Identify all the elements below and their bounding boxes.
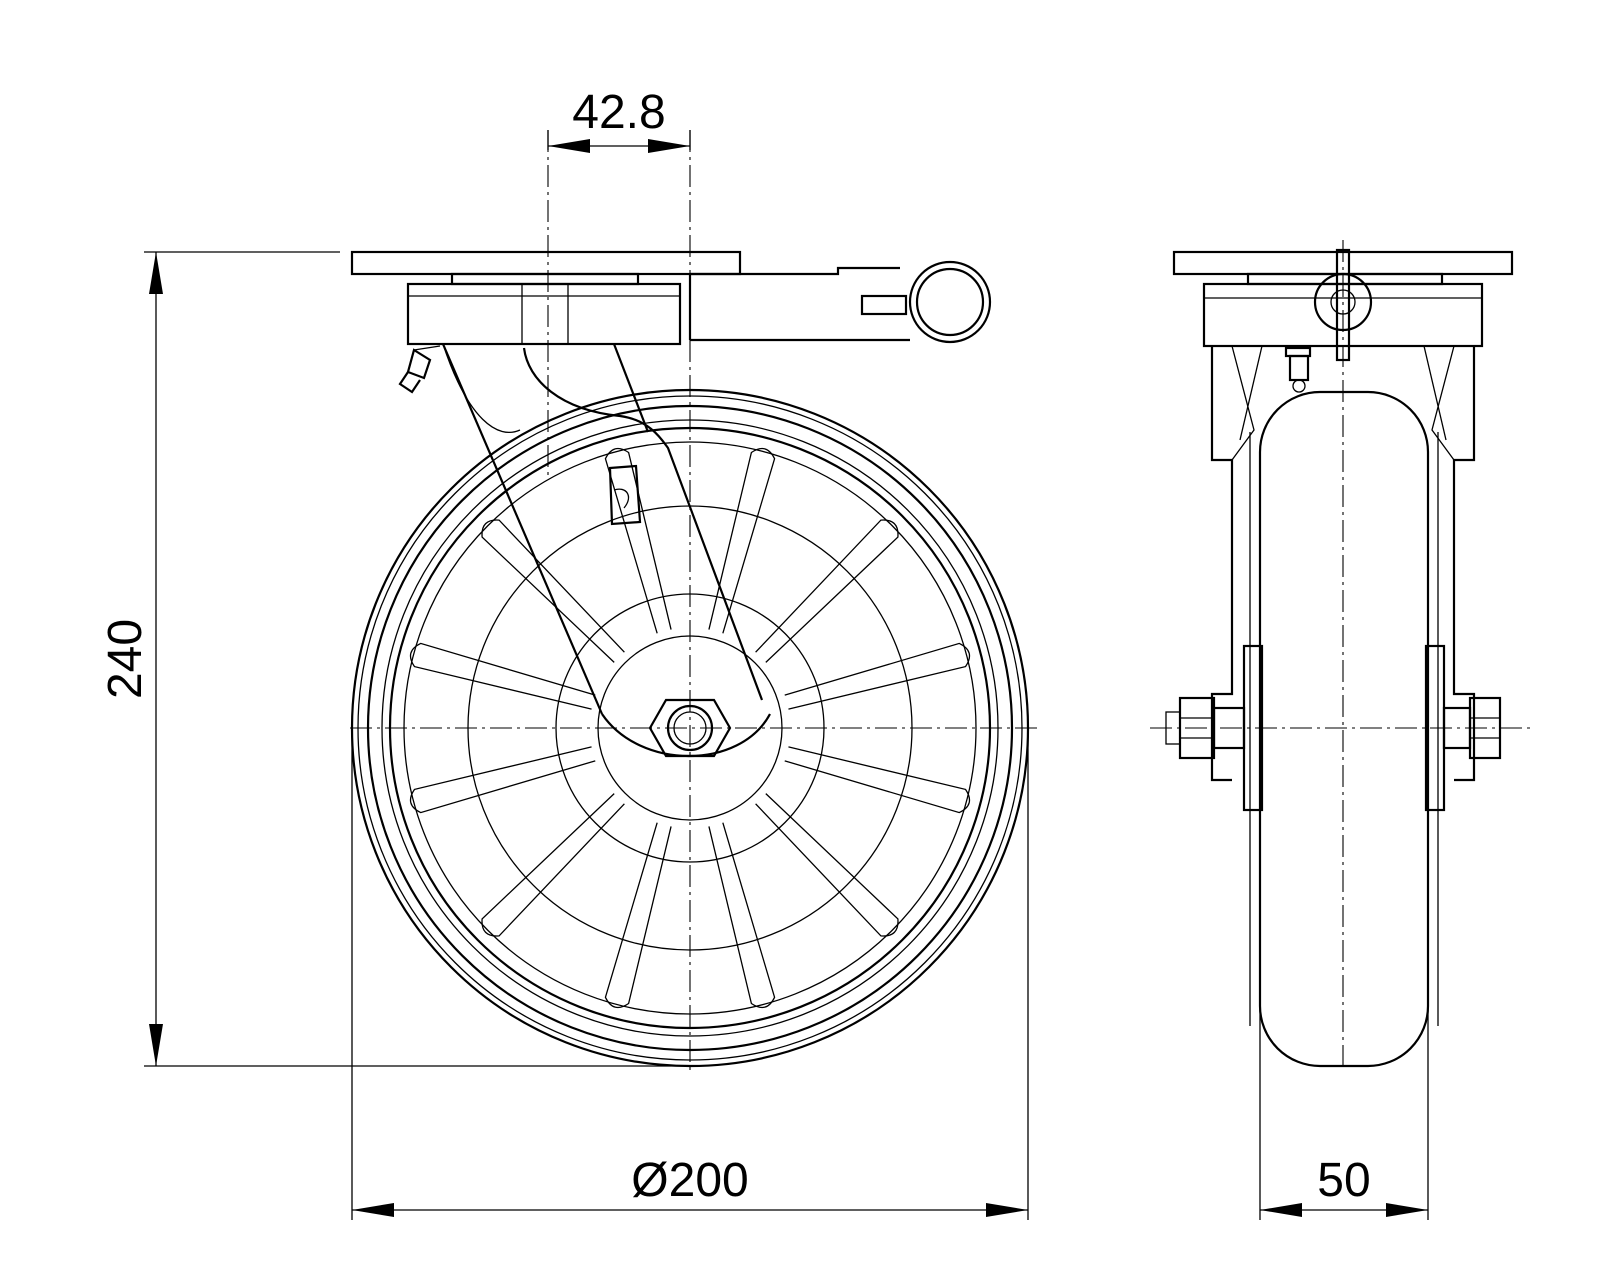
front-grease-nipple <box>1284 346 1312 393</box>
wheel-spoke <box>755 519 899 663</box>
offset-label: 42.8 <box>572 86 665 139</box>
diameter-dimension: Ø200 <box>351 728 1029 1220</box>
wheel-spoke <box>409 642 596 710</box>
front-view <box>1150 240 1530 1068</box>
wheel-spoke <box>409 746 596 814</box>
wheel-spokes <box>409 447 971 1009</box>
wheel-spoke <box>755 793 899 937</box>
offset-dimension: 42.8 <box>547 86 691 153</box>
side-view <box>350 130 1042 1070</box>
wheel-spoke <box>784 746 971 814</box>
front-wheel <box>1242 390 1446 1068</box>
wheel-spoke <box>604 447 672 634</box>
wheel-spoke <box>708 447 776 634</box>
height-label: 240 <box>99 619 152 699</box>
fork-slot <box>608 464 642 526</box>
swivel-body <box>406 282 682 346</box>
wheel-spoke <box>604 822 672 1009</box>
wheel-spoke <box>708 822 776 1009</box>
grease-nipple <box>398 345 441 394</box>
top-plate <box>350 250 742 276</box>
fork-arm <box>441 343 771 758</box>
width-label: 50 <box>1317 1154 1370 1207</box>
width-dimension: 50 <box>1259 1000 1429 1220</box>
wheel-spoke <box>481 519 625 663</box>
diameter-label: Ø200 <box>631 1154 748 1207</box>
swivel-lock-ring <box>688 260 992 344</box>
front-fork <box>1210 345 1476 782</box>
wheel-spoke <box>481 793 625 937</box>
raceway-top <box>450 272 640 286</box>
wheel-spoke <box>784 642 971 710</box>
height-dimension: 240 <box>99 251 690 1067</box>
